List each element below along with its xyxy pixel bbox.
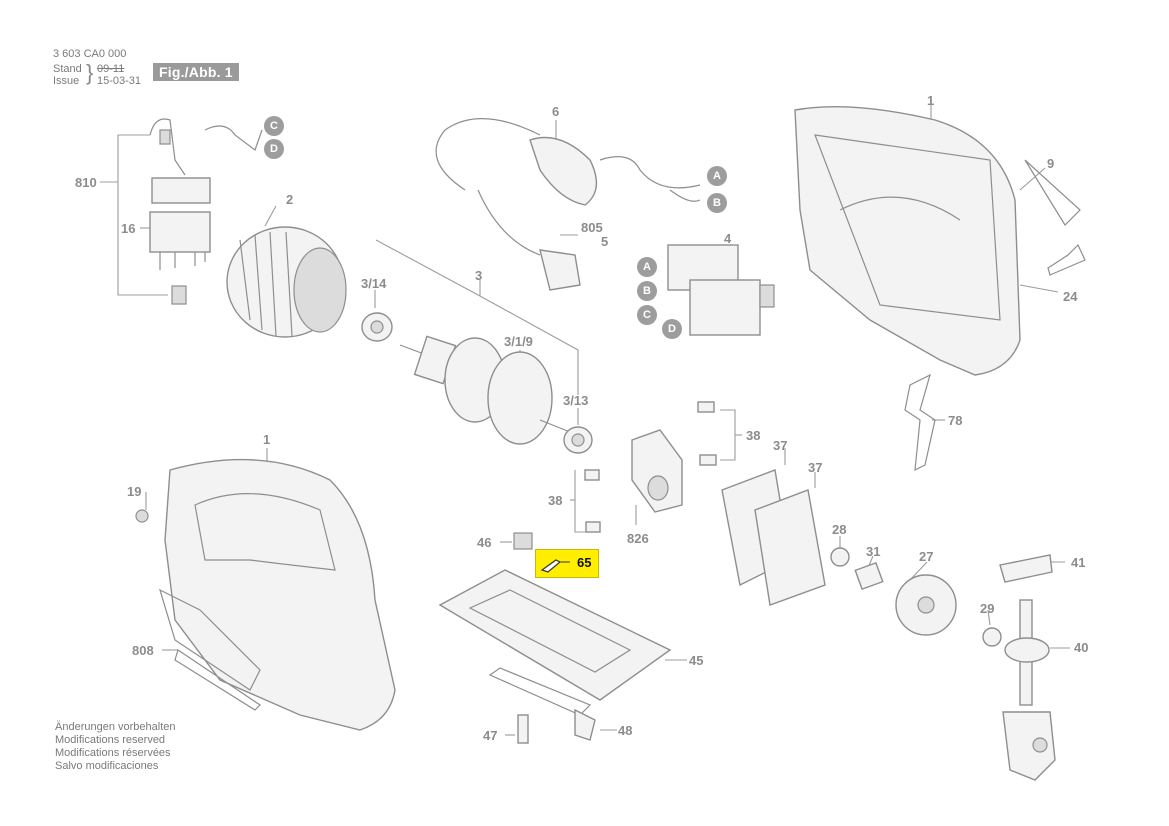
callout-29: 29 — [980, 601, 995, 616]
connector-c-top: C — [264, 116, 284, 136]
callout-6: 6 — [552, 104, 560, 119]
stator-drawing — [226, 226, 393, 342]
figure-label: Fig./Abb. 1 — [153, 63, 239, 81]
callout-37-a: 37 — [773, 438, 788, 453]
connector-b-cable: B — [707, 193, 727, 213]
stand-label: Stand — [53, 63, 82, 75]
callout-31: 31 — [866, 544, 881, 559]
footer-line-de: Änderungen vorbehalten — [55, 721, 176, 733]
callout-3-1-9: 3/1/9 — [504, 334, 533, 349]
footer-line-en: Modifications reserved — [55, 734, 166, 746]
callout-3: 3 — [475, 268, 483, 283]
base-plate-drawing — [438, 532, 672, 744]
callout-1-housing-bottom: 1 — [263, 432, 271, 447]
housing-half-top-drawing — [794, 105, 1086, 472]
part-number: 3 603 CA0 000 — [53, 48, 127, 60]
callout-27: 27 — [919, 549, 934, 564]
issue-label: Issue — [53, 75, 80, 87]
stand-value: 09-11 — [97, 63, 125, 75]
callout-41: 41 — [1071, 555, 1086, 570]
connector-d-switch: D — [662, 319, 682, 339]
callout-4: 4 — [724, 231, 732, 246]
callout-78: 78 — [948, 413, 963, 428]
armature-drawing — [399, 335, 593, 454]
footer-line-fr: Modifications réservées — [55, 747, 171, 759]
connector-a-cable: A — [707, 166, 727, 186]
callout-37-b: 37 — [808, 460, 823, 475]
callout-9: 9 — [1047, 156, 1055, 171]
highlight-65: 65 — [535, 549, 599, 578]
callout-826: 826 — [627, 531, 649, 546]
connector-b-switch: B — [637, 281, 657, 301]
callout-48: 48 — [618, 723, 633, 738]
connector-d-top: D — [264, 139, 284, 159]
callout-45: 45 — [689, 653, 704, 668]
switch-drawing — [667, 244, 775, 336]
footer-line-es: Salvo modificaciones — [55, 760, 159, 772]
callout-2: 2 — [286, 192, 294, 207]
gear-plate-drawing — [584, 401, 1002, 647]
callout-24: 24 — [1063, 289, 1078, 304]
power-cord-drawing — [435, 118, 701, 291]
brush-holder-drawing — [149, 118, 263, 305]
callout-3-14: 3/14 — [361, 276, 387, 291]
housing-half-bottom-drawing — [135, 458, 396, 731]
callout-65: 65 — [577, 555, 592, 570]
part-65-icon — [540, 559, 570, 573]
stroke-rod-drawing — [999, 554, 1056, 781]
header-brace: } — [86, 60, 94, 85]
issue-value: 15-03-31 — [97, 75, 142, 87]
connector-a-switch: A — [637, 257, 657, 277]
callout-1-housing-top: 1 — [927, 93, 935, 108]
callout-16: 16 — [121, 221, 136, 236]
callout-40: 40 — [1074, 640, 1089, 655]
callout-805: 805 — [581, 220, 603, 235]
callout-46: 46 — [477, 535, 492, 550]
callout-38-left: 38 — [548, 493, 563, 508]
callout-810: 810 — [75, 175, 97, 190]
connector-c-switch: C — [637, 305, 657, 325]
callout-47: 47 — [483, 728, 498, 743]
callout-28: 28 — [832, 522, 847, 537]
callout-808: 808 — [132, 643, 154, 658]
callout-19: 19 — [127, 484, 142, 499]
callout-3-13: 3/13 — [563, 393, 589, 408]
callout-5: 5 — [601, 234, 609, 249]
callout-38-right: 38 — [746, 428, 761, 443]
